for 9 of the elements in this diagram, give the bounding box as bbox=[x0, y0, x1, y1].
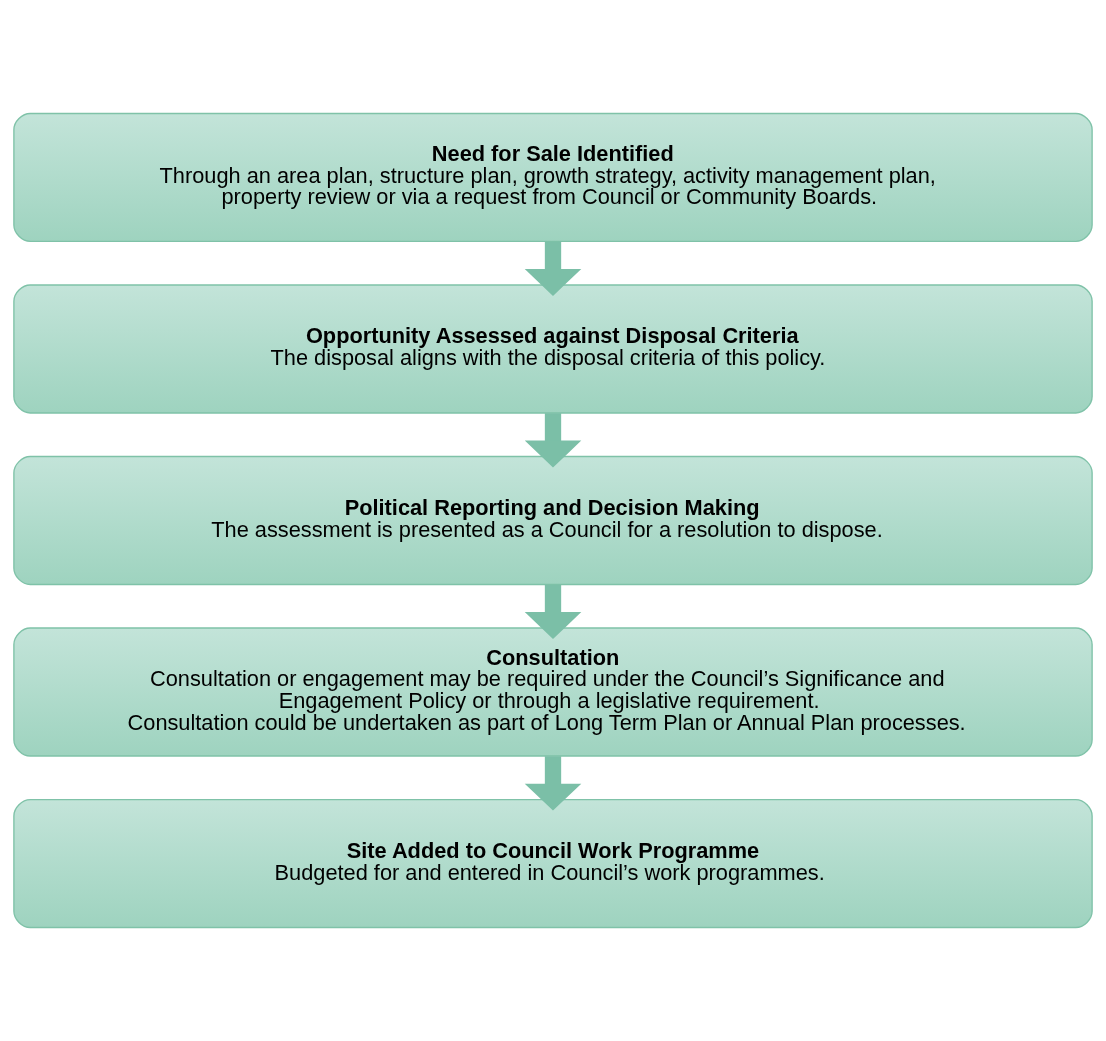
node-box: Consultation Consultation or engagement may be required under the Council’s Significance and Engagement Policy or through a legislative requirement. Consultation could be undertaken as part of Long Term Plan or Annual Plan processes. bbox=[13, 627, 1093, 757]
arrow bbox=[524, 241, 582, 296]
arrow bbox=[524, 756, 582, 811]
arrow bbox=[524, 584, 582, 640]
node-box: Opportunity Assessed against Disposal Criteria The disposal aligns with the disposal criteria of this policy. bbox=[13, 284, 1093, 414]
arrow bbox=[524, 413, 582, 468]
node-box: Site Added to Council Work Programme Budgeted for and entered in Council’s work programmes. bbox=[13, 798, 1093, 929]
node-box: Political Reporting and Decision Making The assessment is presented as a Council for a resolution to dispose. bbox=[13, 455, 1093, 586]
node-box: Need for Sale Identified Through an area plan, structure plan, growth strategy, activity management plan, property review or via a request from Council or Community Boards. bbox=[13, 112, 1093, 243]
